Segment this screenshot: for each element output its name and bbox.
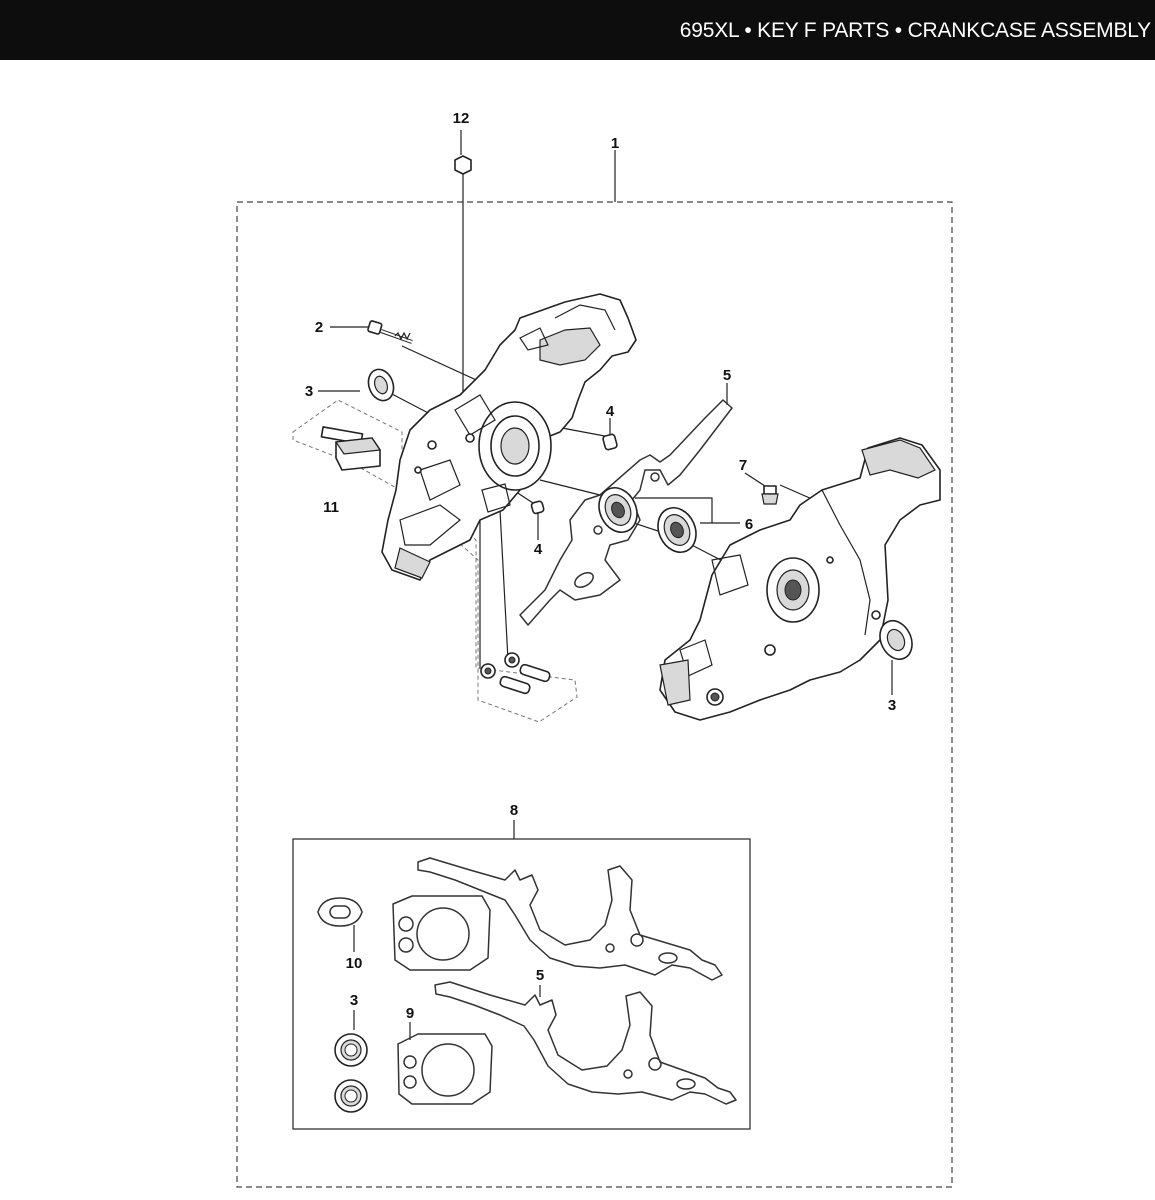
part-clamp-pin <box>320 426 382 471</box>
crankcase-diagram: 1 12 2 3 4 5 7 11 6 4 3 8 10 5 3 9 <box>236 110 953 1188</box>
part-oil-seal-kit-upper <box>334 1033 368 1067</box>
callout-7: 7 <box>739 457 747 474</box>
callout-2: 2 <box>315 319 323 336</box>
part-crankcase-gasket-kit-upper <box>417 857 723 981</box>
part-bearing-2 <box>657 507 697 553</box>
part-dowel-pin-upper <box>602 433 618 451</box>
part-crankcase-left <box>381 293 637 581</box>
part-gasket-crankcase <box>519 399 733 626</box>
callout-12: 12 <box>453 110 470 127</box>
part-cylinder-gasket-upper <box>392 895 491 971</box>
part-crankcase-gasket-kit-lower <box>434 981 737 1105</box>
callout-4-upper: 4 <box>606 403 615 420</box>
callout-3-right: 3 <box>888 697 896 714</box>
part-oil-seal-top <box>367 368 395 402</box>
callout-labels: 1 12 2 3 4 5 7 11 6 4 3 8 10 5 3 9 <box>305 110 896 1022</box>
part-bearing-1 <box>598 487 638 533</box>
callout-3-kit: 3 <box>350 992 358 1009</box>
callout-1: 1 <box>611 135 619 152</box>
callout-8: 8 <box>510 802 518 819</box>
callout-11: 11 <box>323 499 339 516</box>
callout-5-middle: 5 <box>723 367 731 384</box>
part-oil-seal-right <box>879 619 913 661</box>
part-nipple <box>761 485 779 505</box>
pin-subgroup-outline <box>292 399 578 723</box>
callout-4-lower: 4 <box>534 541 543 558</box>
callout-9: 9 <box>406 1005 414 1022</box>
callout-6: 6 <box>745 516 753 533</box>
part-oil-seal-kit-lower <box>334 1079 368 1113</box>
callout-3-top: 3 <box>305 383 313 400</box>
page-title: 695XL • KEY F PARTS • CRANKCASE ASSEMBLY <box>679 19 1151 42</box>
gasket-kit-frame <box>292 838 751 1130</box>
callout-5-kit: 5 <box>536 967 544 984</box>
part-plug <box>454 155 472 175</box>
part-bolt-long <box>367 320 413 344</box>
callout-10: 10 <box>346 955 363 972</box>
part-cylinder-gasket-lower <box>397 1033 493 1105</box>
part-crankcase-right <box>659 437 941 721</box>
part-dowel-pin-lower <box>530 500 545 515</box>
page-header: 695XL • KEY F PARTS • CRANKCASE ASSEMBLY <box>0 0 1155 60</box>
part-washers-bolts <box>480 652 551 695</box>
part-muffler-gasket <box>317 897 363 927</box>
